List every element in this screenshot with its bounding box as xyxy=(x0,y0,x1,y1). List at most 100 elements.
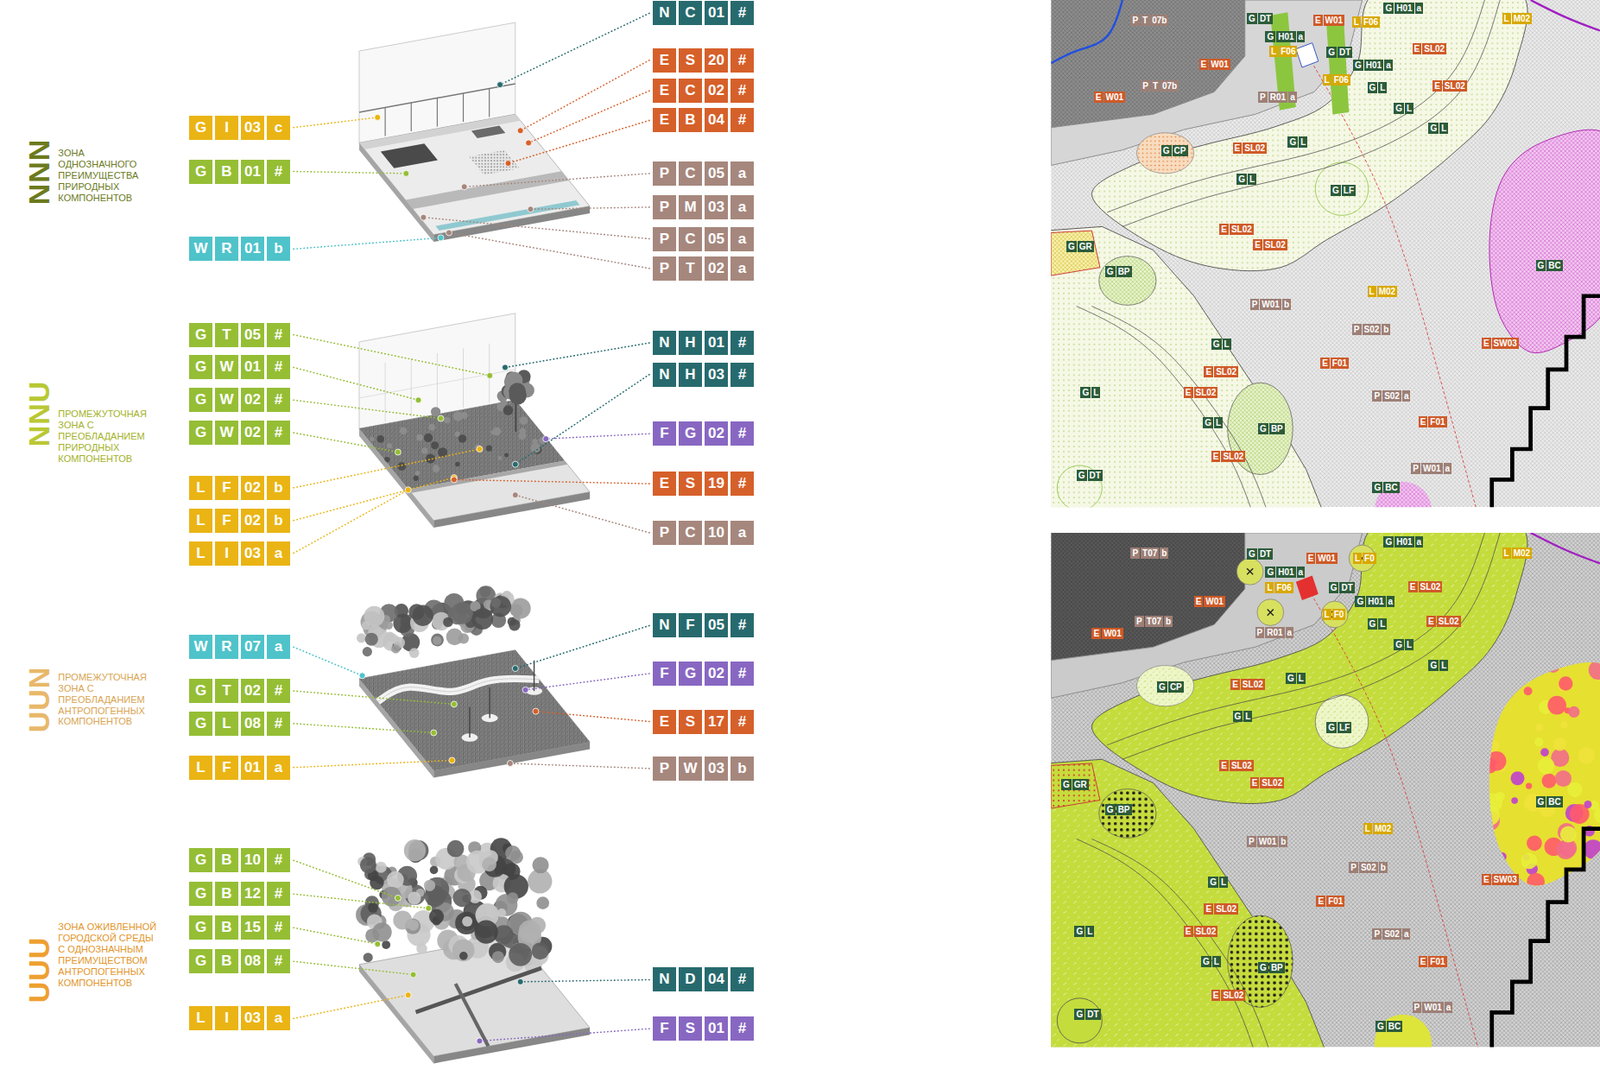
code-cell: SW03 xyxy=(1492,873,1519,886)
plan-code-tag: PW01b xyxy=(1250,298,1291,310)
grass-tuft xyxy=(530,442,541,454)
component-code-tag: LF01a xyxy=(189,755,291,780)
code-cell: G xyxy=(1326,46,1337,58)
code-cell: P xyxy=(652,195,677,220)
code-cell: E xyxy=(652,471,677,496)
code-cell: P xyxy=(1250,298,1260,310)
component-code-tag: ES20# xyxy=(652,48,754,73)
code-cell: DT xyxy=(1085,1008,1101,1020)
component-code-tag: NH03# xyxy=(652,362,754,387)
code-cell: E xyxy=(1219,759,1229,772)
plan-code-tag: GL xyxy=(1080,386,1101,399)
code-cell: DT xyxy=(1087,469,1103,481)
code-cell: E xyxy=(652,48,677,73)
code-cell: M02 xyxy=(1377,285,1398,298)
component-code-tag: GI03c xyxy=(189,115,291,140)
slab-edge xyxy=(359,142,434,242)
code-cell: BP xyxy=(1269,961,1285,974)
code-cell: W01 xyxy=(1259,298,1282,310)
window-line xyxy=(385,107,386,137)
code-cell: b xyxy=(1381,323,1391,336)
flower-dot xyxy=(1553,737,1568,752)
code-cell: H xyxy=(678,362,702,387)
component-code-tag: PW03b xyxy=(652,756,754,781)
plan-code-tag: GL xyxy=(1287,136,1308,148)
code-cell: # xyxy=(266,159,291,184)
tree-symbol xyxy=(1246,568,1253,575)
flower-dot xyxy=(1544,660,1556,672)
code-cell: b xyxy=(1378,861,1388,873)
code-cell: E xyxy=(1412,43,1423,55)
code-cell: F06 xyxy=(1361,16,1380,28)
plan-code-tag: EF01 xyxy=(1418,955,1448,968)
plan-code-tag: ESL02 xyxy=(1432,80,1468,92)
leader-line xyxy=(293,759,453,767)
component-code-tag: GW02# xyxy=(189,420,291,445)
flower-dot xyxy=(1521,853,1538,870)
window-line xyxy=(411,102,412,132)
leader-line xyxy=(293,432,399,452)
code-cell: P xyxy=(1410,462,1421,475)
plan-code-tag: ESL02 xyxy=(1252,239,1288,251)
component-code-tag: LI03a xyxy=(189,541,291,566)
plan-code-tag: GH01a xyxy=(1353,59,1393,71)
tree-crown xyxy=(408,603,425,620)
code-cell: SL02 xyxy=(1229,223,1254,235)
tree-crown xyxy=(432,636,442,646)
code-cell: E xyxy=(1426,615,1436,627)
code-cell: P xyxy=(1258,91,1268,103)
code-cell: P xyxy=(1130,14,1140,26)
code-cell: G xyxy=(1383,536,1394,548)
leader-dot xyxy=(410,971,417,978)
code-cell: # xyxy=(730,330,754,355)
code-cell: E xyxy=(1306,552,1316,564)
walkway-line xyxy=(1106,532,1485,746)
shrub-bed xyxy=(1050,230,1101,276)
plan-code-tag: EW01 xyxy=(1094,91,1126,103)
curb xyxy=(408,460,568,493)
code-cell: L xyxy=(189,755,213,780)
code-cell: L xyxy=(1352,16,1361,28)
code-cell: G xyxy=(1202,417,1214,429)
component-code-tag: LI03a xyxy=(189,1005,291,1031)
leader-dot xyxy=(404,992,412,999)
code-cell: F06 xyxy=(1274,581,1293,594)
code-cell: M02 xyxy=(1511,547,1532,559)
plan-code-tag: ESW03 xyxy=(1481,873,1519,886)
code-cell: a xyxy=(266,755,291,780)
code-cell: S02 xyxy=(1359,861,1379,873)
plan-code-tag: EW01 xyxy=(1199,58,1231,70)
component-code-tag: LF02b xyxy=(189,508,291,533)
code-cell: P xyxy=(1130,547,1140,559)
code-cell: E xyxy=(1250,777,1260,789)
code-cell: H01 xyxy=(1394,2,1414,14)
leader-dot xyxy=(512,665,519,672)
code-cell: P xyxy=(1348,861,1359,873)
flower-dot xyxy=(1560,720,1568,728)
code-cell: b xyxy=(730,756,754,781)
code-cell: F xyxy=(215,475,239,500)
code-cell: b xyxy=(1159,547,1169,559)
flower-dot xyxy=(1542,773,1557,789)
component-code-tag: GB15# xyxy=(189,915,291,940)
code-cell: L xyxy=(1353,552,1362,564)
leader-line xyxy=(505,342,650,367)
component-code-tag: GT02# xyxy=(189,678,291,703)
code-cell: F xyxy=(215,508,239,533)
grass-tuft xyxy=(455,461,461,468)
code-cell: a xyxy=(730,161,754,186)
leader-dot xyxy=(501,364,508,371)
zone-code: UUN xyxy=(21,665,56,733)
code-cell: 17 xyxy=(704,709,728,734)
code-cell: F01 xyxy=(1428,955,1447,968)
code-cell: # xyxy=(266,678,291,703)
code-cell: W01 xyxy=(1323,14,1346,26)
code-cell: DT xyxy=(1258,548,1273,560)
code-cell: L xyxy=(215,711,239,736)
plan-code-tag: PS02a xyxy=(1372,928,1411,940)
code-cell: 07b xyxy=(1150,14,1169,26)
code-cell: G xyxy=(1105,803,1116,816)
component-code-tag: EC02# xyxy=(652,78,754,103)
boundary-line xyxy=(1530,0,1600,31)
window-line xyxy=(359,83,516,113)
